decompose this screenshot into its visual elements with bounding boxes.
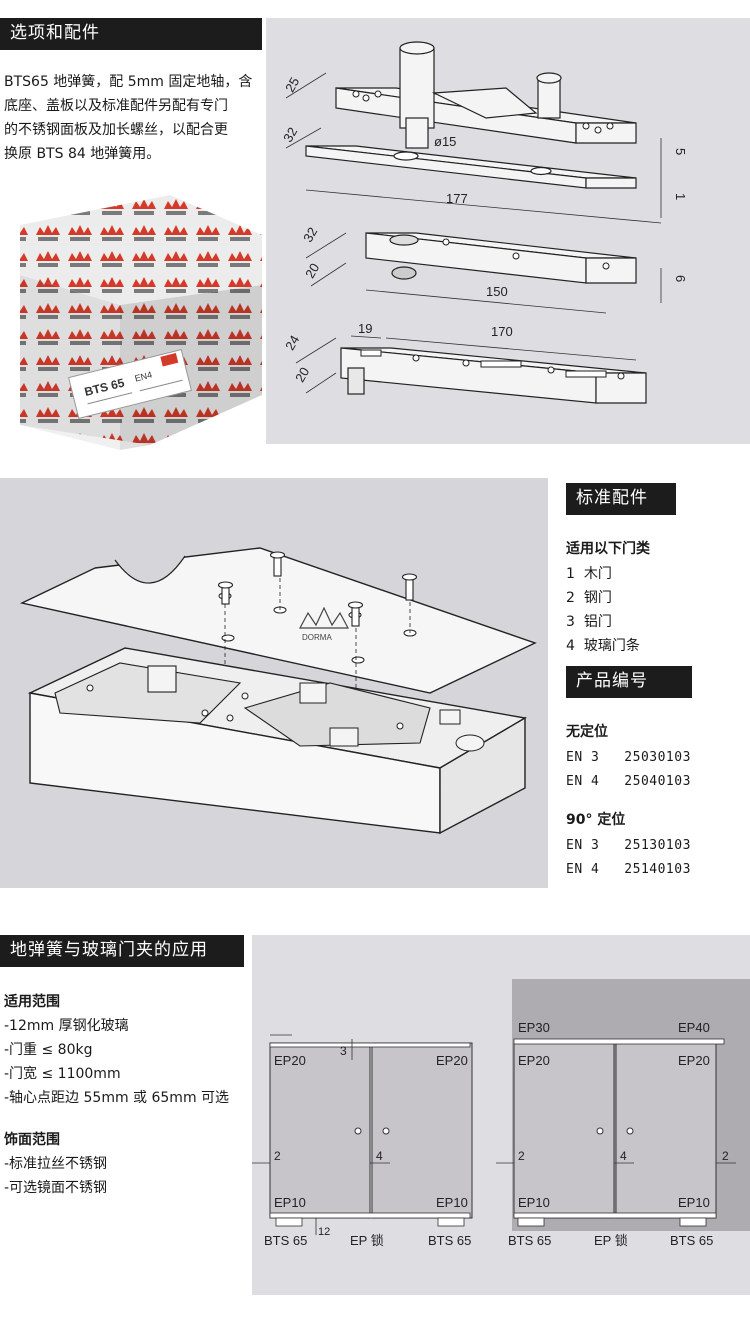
rd-ep40: EP40 xyxy=(678,1020,710,1035)
desc-line: 底座、盖板以及标准配件另配有专门 xyxy=(4,98,228,114)
section3-title-bar: 地弹簧与玻璃门夹的应用 xyxy=(0,935,244,967)
dim-b2: 20 xyxy=(302,261,322,281)
list-item: 2 钢门 xyxy=(566,590,612,606)
dim-a1: 25 xyxy=(282,75,302,95)
parts-drawing: 25 32 177 5 1 ø15 32 20 150 6 24 20 19 1… xyxy=(280,41,688,404)
ld-ep20-left: EP20 xyxy=(274,1053,306,1068)
rd-d2-left: 2 xyxy=(518,1149,525,1163)
ld-bts-right: BTS 65 xyxy=(428,1233,471,1248)
dim-c1: 24 xyxy=(282,333,302,353)
product-box-photo: BTS 65 EN4 xyxy=(0,195,264,455)
door-diagrams: EP20 EP20 3 2 4 EP10 EP10 12 BTS 65 EP 锁… xyxy=(252,979,750,1248)
rd-ep20-right: EP20 xyxy=(678,1053,710,1068)
product-code-title-bar: 产品编号 xyxy=(566,666,692,698)
list-item: -轴心点距边 55mm 或 65mm 可选 xyxy=(4,1090,230,1106)
dim-a3: 177 xyxy=(446,191,468,206)
rd-lock: EP 锁 xyxy=(594,1233,628,1248)
dim-a4: 5 xyxy=(673,148,688,155)
section1-title-bar: 选项和配件 xyxy=(0,18,262,50)
section3-title: 地弹簧与玻璃门夹的应用 xyxy=(10,940,208,960)
exploded-view-drawing: DORMA xyxy=(19,547,537,835)
list-item: 3 铝门 xyxy=(566,614,612,630)
ld-ep10-right: EP10 xyxy=(436,1195,468,1210)
dim-a2: 32 xyxy=(280,125,300,145)
ld-d3: 3 xyxy=(340,1044,347,1058)
right-door-diagram xyxy=(496,979,750,1231)
product-code-title: 产品编号 xyxy=(576,671,648,691)
dim-a6: ø15 xyxy=(434,134,456,149)
rd-ep10-left: EP10 xyxy=(518,1195,550,1210)
dim-b4: 6 xyxy=(673,275,688,282)
rd-d2-right: 2 xyxy=(722,1149,729,1163)
plate-logo: DORMA xyxy=(302,633,332,642)
section1-title: 选项和配件 xyxy=(10,23,100,43)
desc-line: BTS65 地弹簧，配 5mm 固定地轴，含 xyxy=(4,74,253,90)
table-row: EN 3 25030103 xyxy=(566,750,691,765)
std-accessories-title: 标准配件 xyxy=(576,488,648,508)
ld-ep20-right: EP20 xyxy=(436,1053,468,1068)
rd-bts-right: BTS 65 xyxy=(670,1233,713,1248)
list-item: -门宽 ≤ 1100mm xyxy=(4,1066,121,1082)
ld-d12: 12 xyxy=(318,1226,330,1238)
desc-line: 换原 BTS 84 地弹簧用。 xyxy=(4,146,161,162)
dim-c2: 20 xyxy=(292,365,312,385)
dim-b3: 150 xyxy=(486,284,508,299)
ld-d2: 2 xyxy=(274,1149,281,1163)
left-door-diagram xyxy=(252,1034,473,1235)
no-position-title: 无定位 xyxy=(566,724,608,740)
rd-ep30: EP30 xyxy=(518,1020,550,1035)
ld-lock: EP 锁 xyxy=(350,1233,384,1248)
list-item: 4 玻璃门条 xyxy=(566,638,640,654)
rd-d4: 4 xyxy=(620,1149,627,1163)
dim-b1: 32 xyxy=(300,225,320,245)
list-item: 1 木门 xyxy=(566,566,612,582)
ld-d4: 4 xyxy=(376,1149,383,1163)
pos90-title: 90° 定位 xyxy=(566,812,626,828)
table-row: EN 4 25040103 xyxy=(566,774,691,789)
table-row: EN 4 25140103 xyxy=(566,862,691,877)
list-item: -门重 ≤ 80kg xyxy=(4,1042,93,1058)
box-size-label: EN4 xyxy=(134,370,153,384)
ld-bts-left: BTS 65 xyxy=(264,1233,307,1248)
dim-c3: 19 xyxy=(358,321,372,336)
list-item: -12mm 厚钢化玻璃 xyxy=(4,1018,129,1034)
rd-ep10-right: EP10 xyxy=(678,1195,710,1210)
list-item: -可选镜面不锈钢 xyxy=(4,1180,108,1196)
rd-bts-left: BTS 65 xyxy=(508,1233,551,1248)
table-row: EN 3 25130103 xyxy=(566,838,691,853)
dim-a5: 1 xyxy=(673,193,688,200)
rd-ep20-left: EP20 xyxy=(518,1053,550,1068)
ld-ep10-left: EP10 xyxy=(274,1195,306,1210)
desc-line: 的不锈钢面板及加长螺丝，以配合更 xyxy=(4,122,228,138)
list-item: -标准拉丝不锈钢 xyxy=(4,1156,108,1172)
std-accessories-title-bar: 标准配件 xyxy=(566,483,676,515)
dim-c4: 170 xyxy=(491,324,513,339)
finish-title: 饰面范围 xyxy=(4,1132,60,1148)
scope-title: 适用范围 xyxy=(4,994,60,1010)
applicable-title: 适用以下门类 xyxy=(566,541,650,557)
